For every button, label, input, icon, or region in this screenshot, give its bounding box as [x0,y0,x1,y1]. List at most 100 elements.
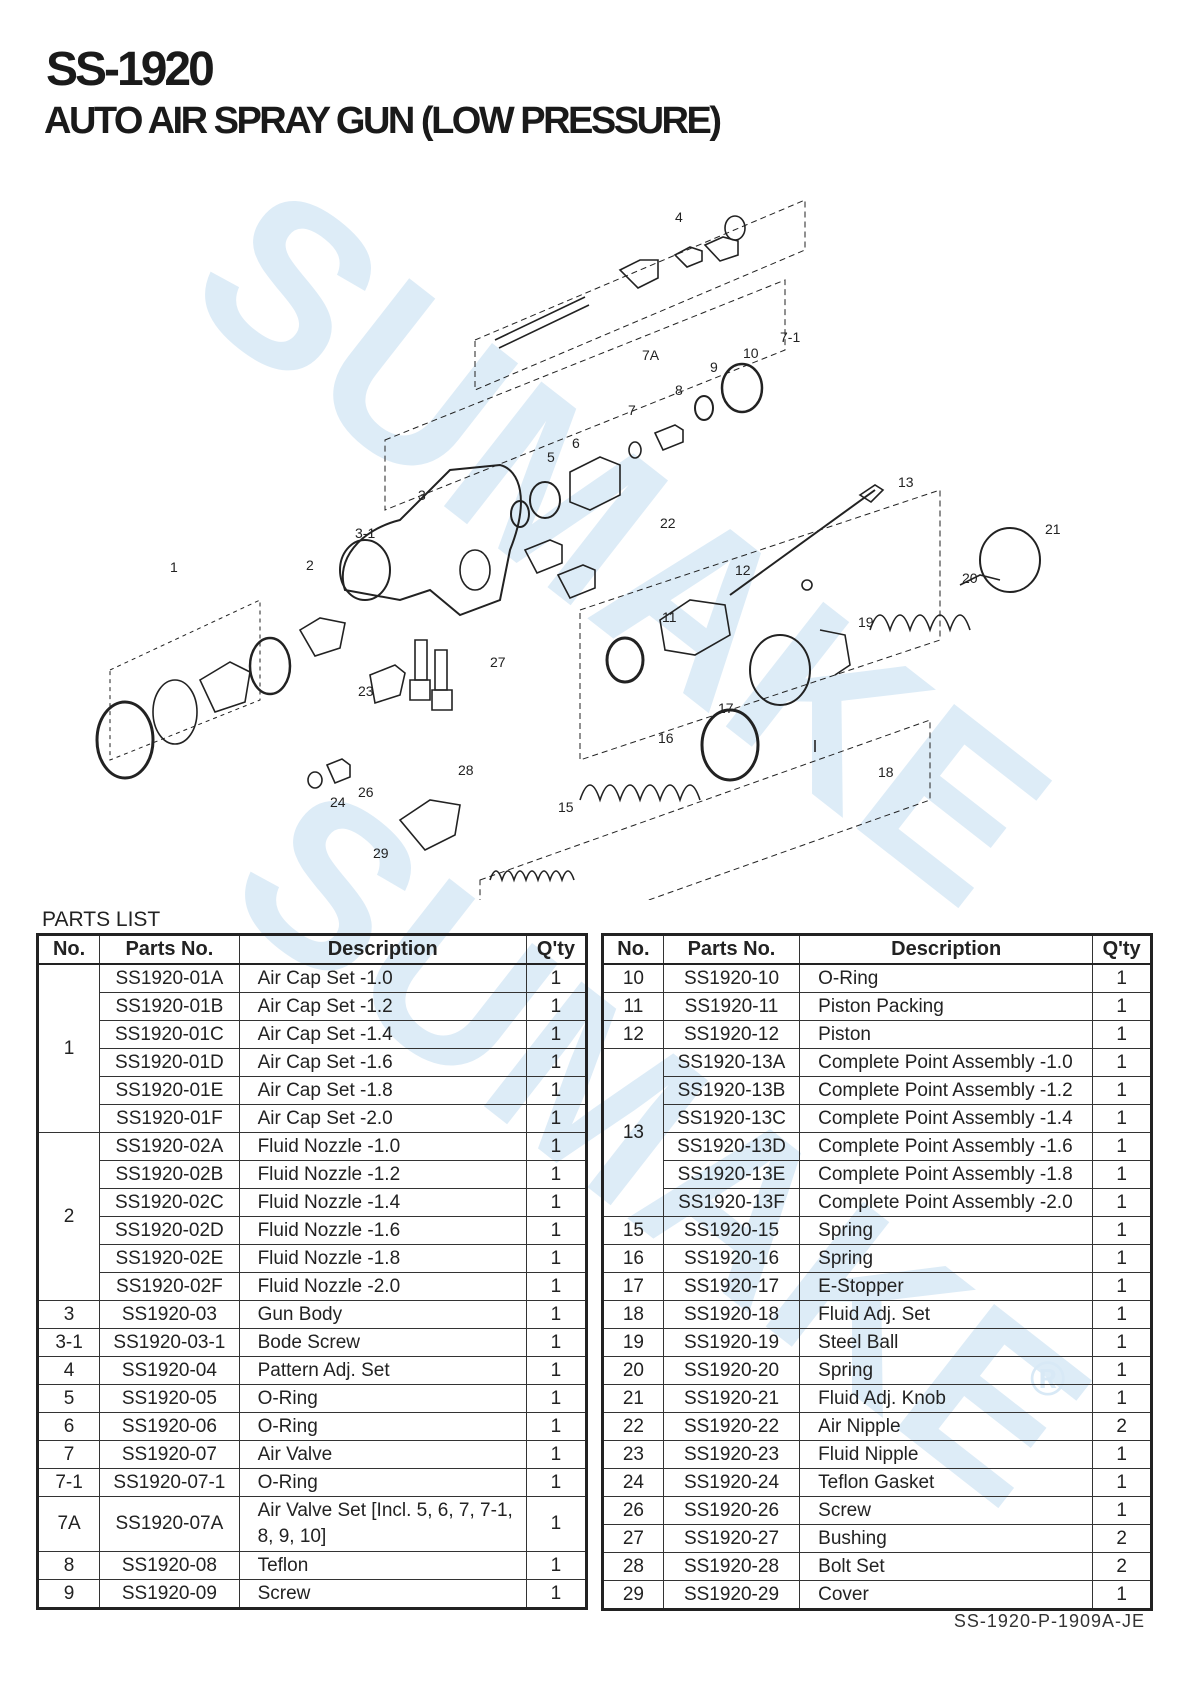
cell-description: Complete Point Assembly -1.0 [799,1048,1094,1077]
callout-5: 5 [547,449,555,465]
callout-27: 27 [490,654,506,670]
cell-description: Air Valve [238,1440,527,1469]
cell-part-number: SS1920-07A [99,1496,240,1552]
callout-21: 21 [1045,521,1061,537]
cell-description: O-Ring [238,1384,527,1413]
cell-quantity: 1 [1092,1132,1152,1161]
callout-16: 16 [658,730,674,746]
cell-quantity: 1 [1092,1300,1152,1329]
cell-quantity: 1 [1092,1580,1152,1610]
cell-quantity: 1 [1092,992,1152,1021]
cell-part-number: SS1920-06 [99,1412,240,1441]
cell-quantity: 1 [525,1551,588,1580]
cell-part-number: SS1920-02B [99,1160,240,1189]
cell-item-no: 27 [602,1524,664,1553]
cell-part-number: SS1920-13A [662,1048,801,1077]
cell-description: Complete Point Assembly -1.4 [799,1104,1094,1133]
callout-19: 19 [858,614,874,630]
cell-quantity: 1 [525,1216,588,1245]
cell-part-number: SS1920-07 [99,1440,240,1469]
cell-item-no: 6 [36,1412,101,1441]
cell-part-number: SS1920-02A [99,1132,240,1161]
callout-7-1: 7-1 [780,329,800,345]
callout-3-1: 3-1 [355,525,375,541]
cell-description: Air Cap Set -1.2 [238,992,527,1021]
cell-quantity: 1 [525,1356,588,1385]
cell-description: O-Ring [799,963,1094,993]
cell-quantity: 1 [1092,1496,1152,1525]
callout-8: 8 [675,382,683,398]
cell-part-number: SS1920-17 [662,1272,801,1301]
cell-item-no: 20 [602,1356,664,1385]
cell-item-no: 17 [602,1272,664,1301]
cell-description: Complete Point Assembly -1.6 [799,1132,1094,1161]
cell-part-number: SS1920-08 [99,1551,240,1580]
cell-part-number: SS1920-10 [662,963,801,993]
cell-item-no: 7-1 [36,1468,101,1497]
cell-quantity: 1 [1092,1272,1152,1301]
cell-description: Fluid Nozzle -1.2 [238,1160,527,1189]
cell-quantity: 1 [525,1132,588,1161]
cell-quantity: 1 [525,1244,588,1273]
cell-part-number: SS1920-09 [99,1579,240,1609]
cell-part-number: SS1920-18 [662,1300,801,1329]
cell-description: Air Cap Set -1.6 [238,1048,527,1077]
cell-quantity: 1 [1092,1020,1152,1049]
cell-part-number: SS1920-01D [99,1048,240,1077]
cell-description: Air Nipple [799,1412,1094,1441]
cell-item-no: 21 [602,1384,664,1413]
cell-description: Screw [799,1496,1094,1525]
cell-description: Complete Point Assembly -1.8 [799,1160,1094,1189]
cell-part-number: SS1920-21 [662,1384,801,1413]
cell-description: Fluid Nozzle -1.4 [238,1188,527,1217]
cell-part-number: SS1920-13D [662,1132,801,1161]
cell-item-no: 1 [36,963,101,1133]
cell-part-number: SS1920-05 [99,1384,240,1413]
cell-item-no: 28 [602,1552,664,1581]
cell-item-no: 18 [602,1300,664,1329]
cell-item-no: 8 [36,1551,101,1580]
cell-description: Spring [799,1244,1094,1273]
cell-part-number: SS1920-02E [99,1244,240,1273]
cell-part-number: SS1920-19 [662,1328,801,1357]
cell-part-number: SS1920-24 [662,1468,801,1497]
callout-20: 20 [962,570,978,586]
cell-item-no: 7 [36,1440,101,1469]
cell-quantity: 1 [525,1076,588,1105]
cell-part-number: SS1920-20 [662,1356,801,1385]
cell-quantity: 1 [1092,1076,1152,1105]
cell-quantity: 1 [525,1496,588,1552]
cell-quantity: 1 [525,1579,588,1609]
cell-quantity: 1 [525,992,588,1021]
callout-7: 7 [628,402,636,418]
cell-description: Air Cap Set -1.0 [238,963,527,993]
cell-item-no: 4 [36,1356,101,1385]
cell-description: Teflon Gasket [799,1468,1094,1497]
callout-2: 2 [306,557,314,573]
cell-quantity: 1 [525,1440,588,1469]
page-title: SS-1920 [46,43,215,96]
cell-description: Complete Point Assembly -2.0 [799,1188,1094,1217]
cell-description: O-Ring [238,1412,527,1441]
cell-description: Bolt Set [799,1552,1094,1581]
cell-part-number: SS1920-29 [662,1580,801,1610]
cell-item-no: 9 [36,1579,101,1609]
parts-list-heading: PARTS LIST [42,908,161,931]
cell-part-number: SS1920-16 [662,1244,801,1273]
